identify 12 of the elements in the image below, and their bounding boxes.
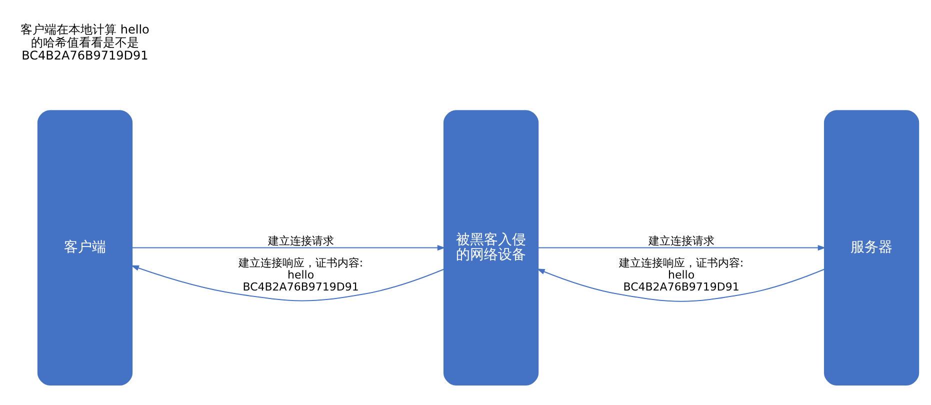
arrow	[536, 268, 825, 302]
node-box: 被黑客入侵的网络设备	[443, 110, 539, 386]
arrow	[132, 245, 446, 251]
arrow	[130, 265, 444, 302]
edge-label: 建立连接请求	[268, 234, 334, 248]
node-box: 客户端	[37, 110, 133, 386]
edge-label: 建立连接请求	[648, 234, 714, 248]
arrow	[538, 245, 826, 251]
edge-label: 建立连接响应，证书内容: hello BC4B2A76B9719D91	[618, 256, 744, 294]
node-box: 服务器	[824, 110, 920, 386]
edge-label: 建立连接响应，证书内容: hello BC4B2A76B9719D91	[238, 256, 364, 294]
label: 客户端在本地计算 hello 的哈希值看看是不是 BC4B2A76B9719D91	[20, 22, 150, 63]
